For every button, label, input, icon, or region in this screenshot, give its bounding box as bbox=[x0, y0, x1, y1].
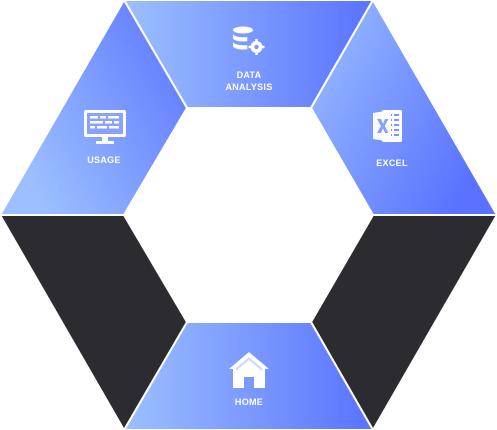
segment-data-analysis-label-line-1: DATA bbox=[237, 70, 262, 80]
segment-data-analysis-label-line-2: ANALYSIS bbox=[225, 82, 272, 92]
segment-usage-label: USAGE bbox=[87, 155, 121, 165]
segment-usage-shape bbox=[0, 0, 189, 216]
monitor-icon bbox=[84, 110, 126, 144]
segment-usage[interactable]: USAGE bbox=[0, 0, 189, 216]
segment-home-label: HOME bbox=[235, 397, 263, 407]
segment-excel-label: EXCEL bbox=[376, 158, 408, 168]
database-gear-icon bbox=[233, 26, 265, 55]
excel-icon bbox=[373, 110, 402, 142]
home-icon bbox=[229, 352, 269, 388]
